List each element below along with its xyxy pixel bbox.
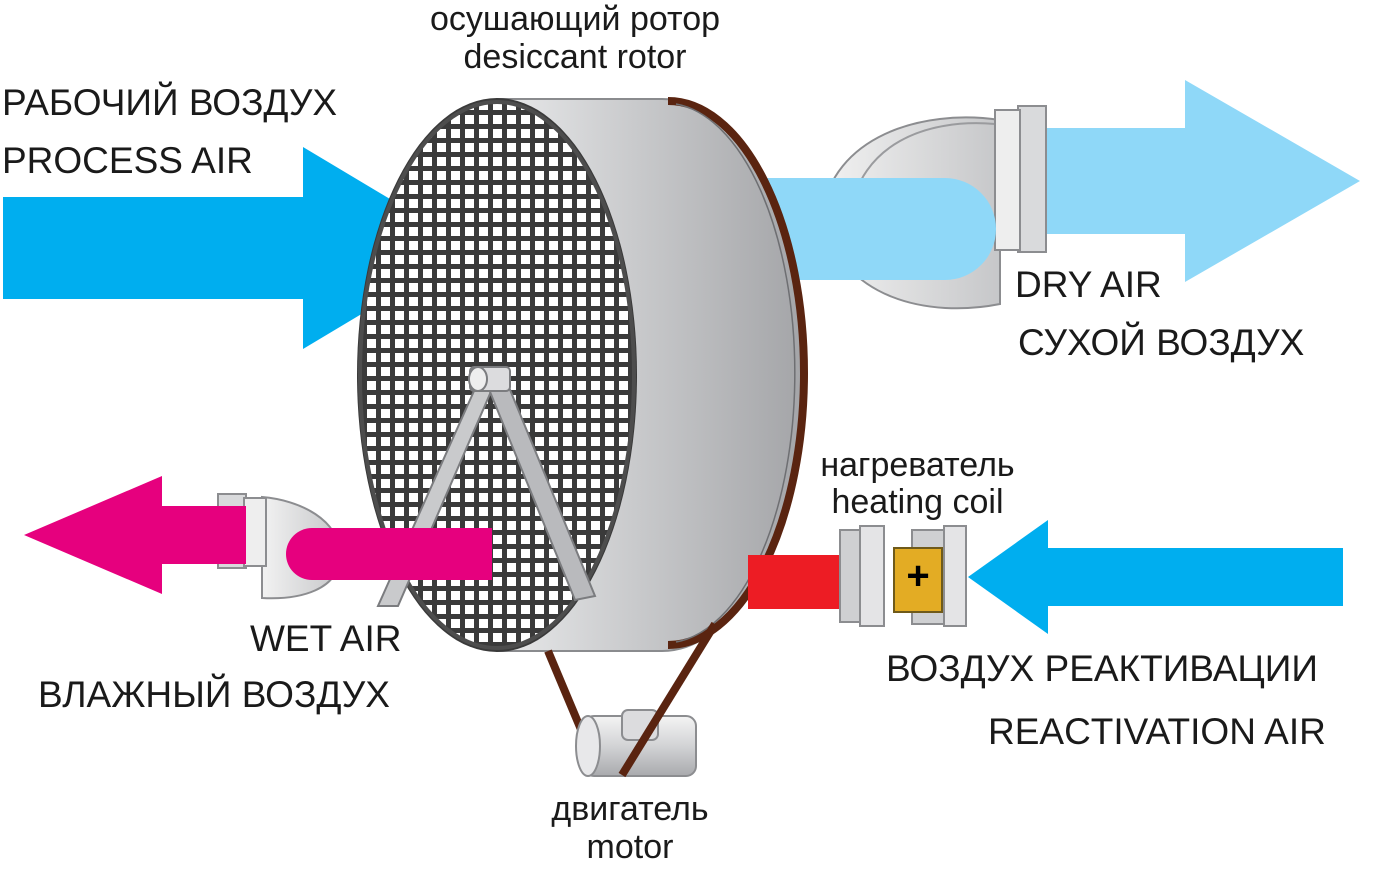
reactivation-air-arrow	[968, 520, 1343, 634]
process-air-label-ru: РАБОЧИЙ ВОЗДУХ	[2, 82, 338, 123]
motor-label-ru: двигатель	[551, 790, 709, 828]
heater-plus-symbol: +	[906, 554, 930, 598]
motor-label-en: motor	[586, 828, 674, 866]
motor	[544, 621, 719, 778]
wet-air-duct	[286, 528, 492, 580]
dry-air-label-ru: СУХОЙ ВОЗДУХ	[1018, 322, 1305, 363]
wet-air-label-ru: ВЛАЖНЫЙ ВОЗДУХ	[38, 674, 390, 715]
wet-air-label-en: WET AIR	[250, 618, 402, 659]
reactivation-air-label-en: REACTIVATION AIR	[988, 711, 1326, 752]
process-air-label-en: PROCESS AIR	[2, 140, 253, 181]
drive-belt-rim	[667, 97, 808, 649]
reactivation-air-label-ru: ВОЗДУХ РЕАКТИВАЦИИ	[886, 648, 1318, 689]
process-air-arrow	[3, 147, 472, 349]
heater-label-en: heating coil	[831, 483, 1004, 521]
heater-label-ru: нагреватель	[820, 446, 1015, 484]
dry-air-label-en: DRY AIR	[1015, 264, 1162, 305]
rotor-label-en: desiccant rotor	[463, 38, 687, 76]
dry-air-duct	[760, 178, 996, 280]
heating-coil	[839, 525, 967, 627]
rotor-label-ru: осушающий ротор	[429, 0, 721, 38]
dry-air-arrow	[1040, 80, 1360, 282]
wet-air-arrow	[24, 476, 246, 594]
